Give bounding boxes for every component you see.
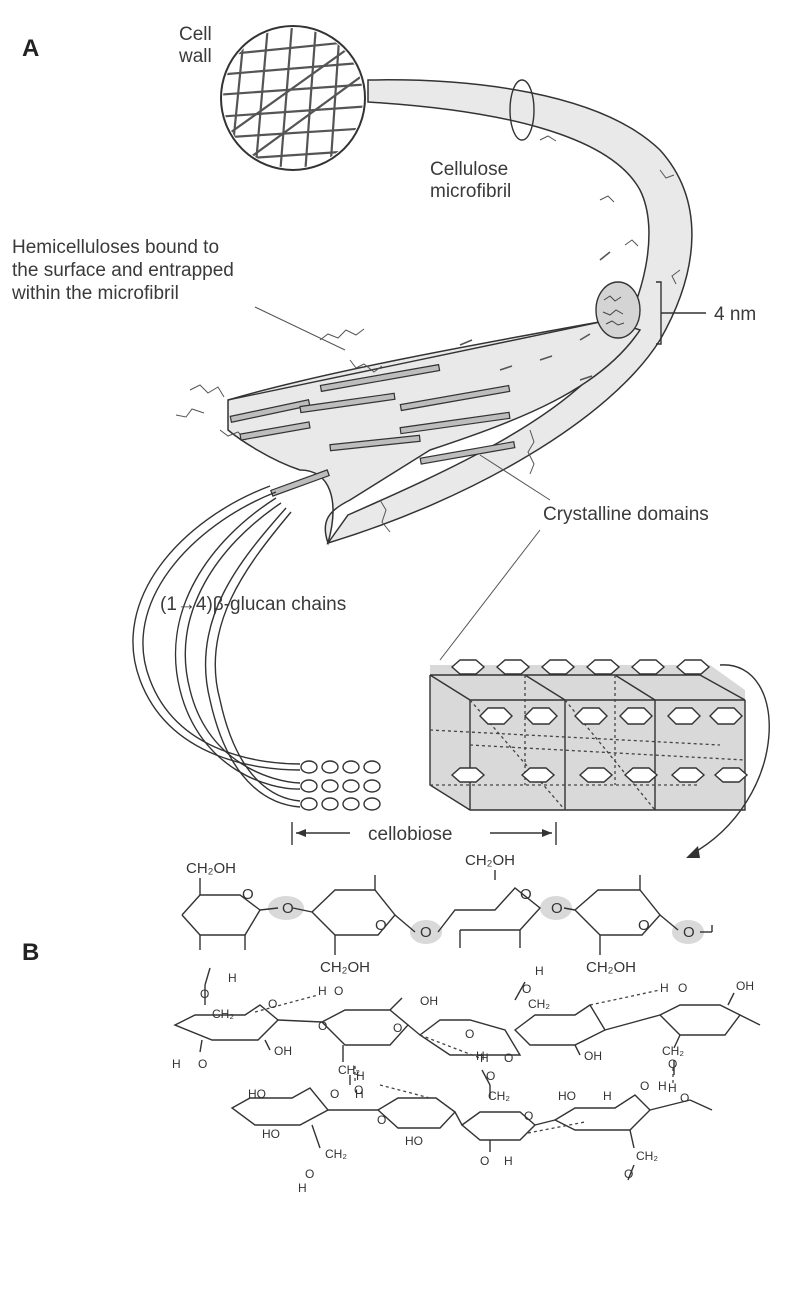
atom-ho-1: HO [248, 1087, 266, 1101]
panel-b: H O CH₂ O OH H O H O O OH CH₂ O O H O H … [172, 964, 760, 1195]
hemicellulose-label-line1: Hemicelluloses bound to [12, 237, 219, 258]
ch2oh-label-2: CH₂OH [320, 959, 370, 976]
atom-ch2-7: CH₂ [636, 1149, 658, 1163]
cellobiose-structure: CH₂OH O O O CH₂OH O CH₂OH O O O CH₂OH O [182, 852, 712, 976]
atom-oh-1: OH [274, 1044, 292, 1058]
panel-a: Cell wall 4 nm Cellulose microfibril Hem… [11, 24, 769, 976]
panel-b-atom-labels: H O CH₂ O OH H O H O O OH CH₂ O O H O H … [172, 964, 754, 1195]
atom-h-8: H [356, 1069, 365, 1083]
atom-o-1: O [200, 987, 209, 1001]
atom-o-16: O [486, 1069, 495, 1083]
cell-wall-label-line2: wall [178, 46, 212, 67]
crystalline-domains-label: Crystalline domains [543, 504, 709, 525]
microfibril-cross-section [596, 282, 640, 338]
size-label: 4 nm [714, 304, 756, 325]
atom-ch2-1: CH₂ [212, 1007, 234, 1021]
hemicellulose-label-line2: the surface and entrapped [12, 260, 234, 281]
atom-o-9: O [522, 982, 531, 996]
ring-o-label-1: O [242, 886, 254, 903]
cellulose-label-line2: microfibril [430, 181, 511, 202]
cell-wall-label-line1: Cell [179, 24, 212, 45]
atom-h-5: H [535, 964, 544, 978]
atom-h-2: H [172, 1057, 181, 1071]
atom-o-17: O [480, 1154, 489, 1168]
ring-o-label-2: O [375, 917, 387, 934]
atom-h-9: H [355, 1087, 364, 1101]
atom-h-7: H [668, 1081, 677, 1095]
atom-ch2-6: CH₂ [488, 1089, 510, 1103]
atom-o-19: O [640, 1079, 649, 1093]
hydrogen-bonds [255, 990, 673, 1133]
atom-o-7: O [465, 1027, 474, 1041]
atom-o-21: O [624, 1167, 633, 1181]
atom-o-4: O [334, 984, 343, 998]
panel-label-a: A [22, 35, 39, 62]
ch2oh-label-1: CH₂OH [186, 860, 236, 877]
atom-o-11: O [668, 1057, 677, 1071]
atom-o-15: O [377, 1113, 386, 1127]
zoom-arrowhead [686, 846, 700, 858]
atom-h-13: H [603, 1089, 612, 1103]
atom-o-3: O [198, 1057, 207, 1071]
atom-o-14: O [305, 1167, 314, 1181]
atom-ch2-3: CH₂ [528, 997, 550, 1011]
atom-o-5: O [318, 1019, 327, 1033]
atom-o-20: O [680, 1091, 689, 1105]
atom-oh-2: OH [420, 994, 438, 1008]
atom-oh-4: OH [736, 979, 754, 993]
atom-h-6: H [660, 981, 669, 995]
hemicellulose-leader [255, 307, 345, 350]
panel-label-b: B [22, 939, 39, 966]
cellobiose-label: cellobiose [368, 824, 453, 845]
ch2oh-label-3: CH₂OH [465, 852, 515, 869]
atom-ch2-5: CH₂ [325, 1147, 347, 1161]
ring-o-label-3: O [520, 886, 532, 903]
atom-h-10: H [298, 1181, 307, 1195]
atom-o-13: O [330, 1087, 339, 1101]
o-label-2: O [420, 924, 432, 941]
atom-o-18: O [524, 1109, 533, 1123]
atom-o-6: O [393, 1021, 402, 1035]
atom-o-10: O [678, 981, 687, 995]
atom-h-1: H [228, 971, 237, 985]
atom-ho-3: HO [405, 1134, 423, 1148]
o-label-4: O [683, 924, 695, 941]
crystal-lattice [430, 660, 747, 810]
atom-o-8: O [504, 1051, 513, 1065]
atom-h-11: H [476, 1049, 485, 1063]
cellulose-label-line1: Cellulose [430, 159, 508, 180]
ring-o-label-4: O [638, 917, 650, 934]
atom-h-3: H [318, 984, 327, 998]
crystalline-leader-2 [440, 530, 540, 660]
o-label-3: O [551, 900, 563, 917]
cell-wall-circle [215, 25, 372, 175]
atom-h-14: H [658, 1079, 667, 1093]
atom-o-2: O [268, 997, 277, 1011]
atom-ho-4: HO [558, 1089, 576, 1103]
atom-ho-2: HO [262, 1127, 280, 1141]
o-label-1: O [282, 900, 294, 917]
ch2oh-label-4: CH₂OH [586, 959, 636, 976]
atom-ch2-4: CH₂ [662, 1044, 684, 1058]
hemicellulose-label-line3: within the microfibril [11, 283, 179, 304]
glucan-chains-label: (1→4)β-glucan chains [160, 594, 346, 615]
atom-oh-3: OH [584, 1049, 602, 1063]
atom-h-12: H [504, 1154, 513, 1168]
